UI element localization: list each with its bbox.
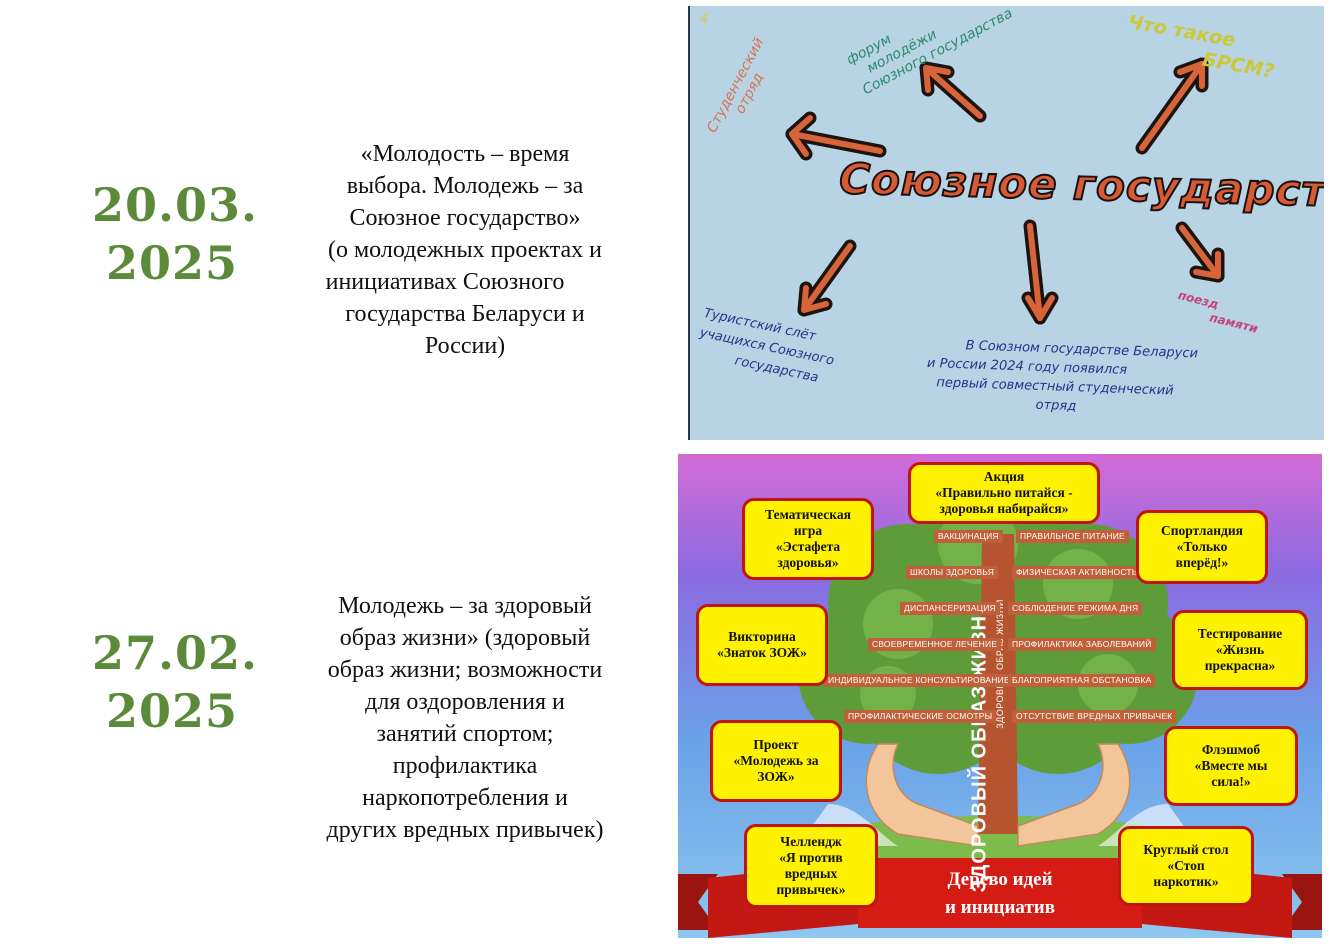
branch-label-left: ДИСПАНСЕРИЗАЦИЯ bbox=[900, 602, 1000, 615]
note-line: вперёд!» bbox=[1175, 555, 1229, 570]
left-hand bbox=[865, 743, 979, 847]
branch-label-left: ШКОЛЫ ЗДОРОВЬЯ bbox=[906, 566, 999, 579]
poster1-bottom-mid-note: В Союзном государстве Беларуси и России … bbox=[927, 336, 1198, 420]
right-hand bbox=[1017, 743, 1131, 847]
note-right-2: Тестирование «Жизнь прекрасна» bbox=[1172, 610, 1308, 690]
event2-desc-line: наркопотребления и bbox=[362, 785, 568, 811]
note-line: здоровья» bbox=[777, 555, 839, 570]
note-line: «Вместе мы bbox=[1194, 758, 1268, 773]
arrow-fills bbox=[789, 61, 1221, 321]
branch-label-right: БЛАГОПРИЯТНАЯ ОБСТАНОВКА bbox=[1008, 674, 1156, 687]
healthy-lifestyle-tree-poster: ЗДОРОВЫЙ ОБРАЗ ЖИЗНИ ЗДОРОВЫЙ ОБРАЗ ЖИЗН… bbox=[678, 454, 1322, 938]
note-line: прекрасна» bbox=[1204, 658, 1276, 673]
ribbon-line: и инициатив bbox=[945, 897, 1055, 918]
note-line: «Молодежь за bbox=[733, 753, 819, 768]
event1-date-day: 20.03. bbox=[92, 178, 259, 232]
event2-date-year: 2025 bbox=[105, 684, 239, 738]
event2-desc-line: других вредных привычек) bbox=[326, 817, 604, 843]
event1-desc-line: (о молодежных проектах и bbox=[328, 237, 602, 263]
note-line: «Стоп bbox=[1167, 858, 1205, 873]
note-line: Тестирование bbox=[1197, 626, 1283, 641]
tree-trunk-small-label: ЗДОРОВЫЙ ОБРАЗ ЖИЗНИ bbox=[995, 599, 1005, 729]
event1-desc-line: государства Беларуси и bbox=[345, 301, 585, 327]
note-line: вредных bbox=[784, 866, 838, 881]
event1-desc-line: выбора. Молодежь – за bbox=[346, 173, 584, 199]
branch-label-left: СВОЕВРЕМЕННОЕ ЛЕЧЕНИЕ bbox=[868, 638, 1002, 651]
note-right-1: Спортландия «Только вперёд!» bbox=[1136, 510, 1268, 584]
note-line: «Правильно питайся - bbox=[935, 485, 1073, 500]
ribbon-title: Дерево идей и инициатив bbox=[868, 866, 1132, 922]
note-left-3: Проект «Молодежь за ЗОЖ» bbox=[710, 720, 842, 802]
event2-date-day: 27.02. bbox=[92, 626, 259, 680]
note-right-4: Круглый стол «Стоп наркотик» bbox=[1118, 826, 1254, 906]
branch-label-left: ПРОФИЛАКТИЧЕСКИЕ ОСМОТРЫ bbox=[844, 710, 997, 723]
note-line: «Знаток ЗОЖ» bbox=[717, 645, 807, 660]
poster1-arrows bbox=[785, 57, 1225, 325]
note-top: Акция «Правильно питайся - здоровья наби… bbox=[908, 462, 1100, 524]
note-line: Круглый стол bbox=[1143, 842, 1229, 857]
ribbon-center bbox=[858, 858, 1142, 928]
event1-date-year: 2025 bbox=[105, 236, 239, 290]
note-line: Тематическая bbox=[765, 507, 851, 522]
event1-description: «Молодость – время выбора. Молодежь – за… bbox=[290, 138, 640, 362]
event1-desc-line: Союзное государство» bbox=[349, 205, 581, 231]
note-line: Спортландия bbox=[1161, 523, 1243, 538]
branch-label-right: ФИЗИЧЕСКАЯ АКТИВНОСТЬ bbox=[1012, 566, 1142, 579]
event1-date: 20.03. 2025 bbox=[92, 176, 259, 292]
note-line: Проект bbox=[753, 737, 799, 752]
event2-desc-line: для оздоровления и bbox=[365, 689, 565, 715]
branch-label-right: ПРОФИЛАКТИКА ЗАБОЛЕВАНИЙ bbox=[1008, 638, 1156, 651]
event1-desc-line: инициативах Союзного bbox=[325, 269, 565, 295]
event2-desc-line: профилактика bbox=[392, 753, 538, 779]
branch-label-left: ИНДИВИДУАЛЬНОЕ КОНСУЛЬТИРОВАНИЕ bbox=[824, 674, 1014, 687]
event2-desc-line: образ жизни; возможности bbox=[327, 657, 603, 683]
ribbon-line: Дерево идей bbox=[947, 869, 1053, 890]
event1-desc-line: «Молодость – время bbox=[360, 141, 570, 167]
note-line: привычек» bbox=[776, 882, 846, 897]
note-left-1: Тематическая игра «Эстафета здоровья» bbox=[742, 498, 874, 580]
branch-label-right: СОБЛЮДЕНИЕ РЕЖИМА ДНЯ bbox=[1008, 602, 1143, 615]
note-line: «Эстафета bbox=[775, 539, 841, 554]
note-line: Акция bbox=[983, 469, 1025, 484]
branch-label-right: ОТСУТСТВИЕ ВРЕДНЫХ ПРИВЫЧЕК bbox=[1012, 710, 1177, 723]
event1-desc-line: России) bbox=[424, 333, 506, 359]
event2-date: 27.02. 2025 bbox=[92, 624, 259, 740]
note-left-4: Челлендж «Я против вредных привычек» bbox=[744, 824, 878, 908]
note-line: Челлендж bbox=[780, 834, 842, 849]
note-right-3: Флэшмоб «Вместе мы сила!» bbox=[1164, 726, 1298, 806]
event2-desc-line: Молодежь – за здоровый bbox=[338, 593, 592, 619]
branch-label-right: ПРАВИЛЬНОЕ ПИТАНИЕ bbox=[1016, 530, 1129, 543]
note-line: здоровья набирайся» bbox=[939, 501, 1069, 516]
poster1-corner-mark: 4 bbox=[700, 12, 709, 27]
event2-desc-line: занятий спортом; bbox=[376, 721, 554, 747]
note-line: игра bbox=[793, 523, 823, 538]
note-line: «Жизнь bbox=[1215, 642, 1265, 657]
note-line: «Только bbox=[1176, 539, 1228, 554]
note-line: Флэшмоб bbox=[1201, 742, 1261, 757]
event2-desc-line: образ жизни» (здоровый bbox=[339, 625, 591, 651]
note-line: сила!» bbox=[1211, 774, 1251, 789]
note-line: ЗОЖ» bbox=[757, 769, 795, 784]
note-line: «Я против bbox=[779, 850, 843, 865]
note-line: Викторина bbox=[728, 629, 796, 644]
note-line: наркотик» bbox=[1153, 874, 1219, 889]
union-state-poster: 4 Союзное государство Студенческий отряд… bbox=[688, 6, 1324, 440]
branch-label-left: ВАКЦИНАЦИЯ bbox=[934, 530, 1003, 543]
note-left-2: Викторина «Знаток ЗОЖ» bbox=[696, 604, 828, 686]
event2-description: Молодежь – за здоровый образ жизни» (здо… bbox=[290, 590, 640, 846]
